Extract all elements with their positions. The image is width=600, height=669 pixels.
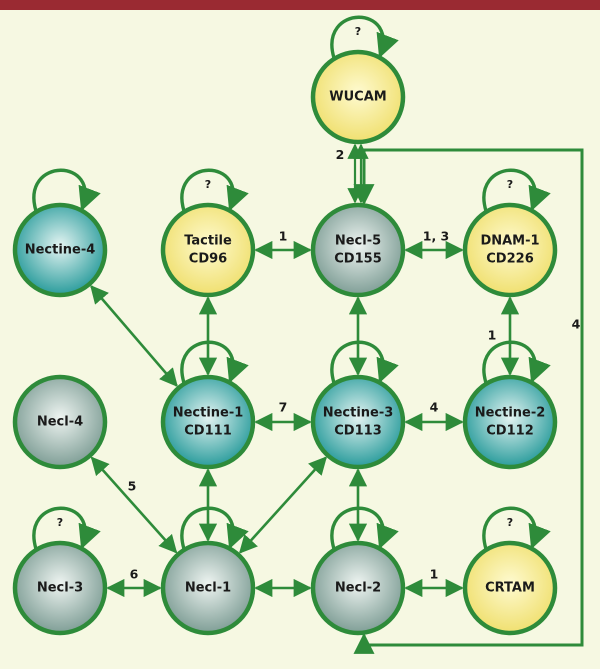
node-label-nectine4-0: Nectine-4 [25,243,96,258]
edge-label-necl5-dnam1: 1, 3 [423,229,450,244]
edge-label-wucam-necl5: 2 [336,147,345,162]
node-circle-necl2 [310,540,406,636]
node-label-tactile-1: CD96 [189,252,227,267]
self-loop-label-tactile: ? [205,178,211,191]
edge-label-necl4-necl1: 5 [128,479,137,494]
node-circle-crtam [462,540,558,636]
self-loop-label-crtam: ? [507,516,513,529]
node-circle-necl5 [310,202,406,298]
self-loop-wucam [330,15,399,59]
node-label-necl3-0: Necl-3 [37,581,83,596]
node-label-nectine2-0: Nectine-2 [475,406,546,421]
node-circle-necl1 [160,540,256,636]
node-label-nectine1-1: CD111 [184,424,231,439]
self-loop-label-wucam: ? [355,25,361,38]
node-circle-nectine4 [12,202,108,298]
node-wucam: ? WUCAM [310,15,406,145]
node-label-dnam1-0: DNAM-1 [480,234,539,249]
node-label-necl5-1: CD155 [334,252,381,267]
node-label-nectine1-0: Nectine-1 [173,406,244,421]
node-label-necl2-0: Necl-2 [335,581,381,596]
self-loop-label-necl3: ? [57,516,63,529]
edge-necl5-necl2 [353,148,584,654]
self-loop-crtam [482,506,551,550]
edge-label-nectine3-nectine2: 4 [430,400,439,415]
node-label-tactile-0: Tactile [184,234,232,249]
node-circle-tactile [160,202,256,298]
node-circle-nectine2 [462,374,558,470]
self-loop-nectine2 [482,340,551,384]
edge-label-necl2-crtam: 1 [430,567,439,582]
node-circle-dnam1 [462,202,558,298]
edge-label-necl3-necl1: 6 [130,567,139,582]
edge-label-tactile-necl5: 1 [279,229,288,244]
node-circle-necl3 [12,540,108,636]
node-label-necl1-0: Necl-1 [185,581,231,596]
node-circle-wucam [310,49,406,145]
edge-nectine3-necl1 [238,456,328,554]
top-accent-bar [0,0,600,10]
node-label-nectine3-1: CD113 [334,424,381,439]
node-circle-nectine3 [310,374,406,470]
node-circle-nectine1 [160,374,256,470]
node-necl1: Necl-1 [160,506,256,636]
self-loop-necl2 [330,506,399,550]
edge-necl4-necl1 [90,456,178,554]
node-label-crtam-0: CRTAM [485,581,535,596]
node-necl4: Necl-4 [12,374,108,470]
node-crtam: ? CRTAM [462,506,558,636]
node-label-necl4-0: Necl-4 [37,415,83,430]
self-loop-dnam1 [482,168,551,212]
node-circle-necl4 [12,374,108,470]
node-necl3: ? Necl-3 [12,506,108,636]
edges-layer: 2 1 1, 3 1 7 4 5 6 1 4 [90,143,584,654]
edge-nectine4-nectine1 [90,285,178,387]
node-label-nectine2-1: CD112 [486,424,533,439]
node-nectine4: Nectine-4 [12,168,108,298]
self-loop-necl1 [180,506,249,550]
node-necl2: Necl-2 [310,506,406,636]
node-label-necl5-0: Necl-5 [335,234,381,249]
self-loop-nectine4 [32,168,101,212]
node-label-dnam1-1: CD226 [486,252,533,267]
self-loop-nectine3 [330,340,399,384]
node-label-nectine3-0: Nectine-3 [323,406,394,421]
node-label-wucam-0: WUCAM [329,90,386,105]
edge-label-dnam1-nectine2: 1 [488,328,497,343]
self-loop-label-dnam1: ? [507,178,513,191]
self-loop-tactile [180,168,249,212]
self-loop-nectine1 [180,340,249,384]
self-loop-necl3 [32,506,101,550]
edge-label-necl5-necl2: 4 [572,317,581,332]
edge-label-nectine1-nectine3: 7 [279,400,288,415]
